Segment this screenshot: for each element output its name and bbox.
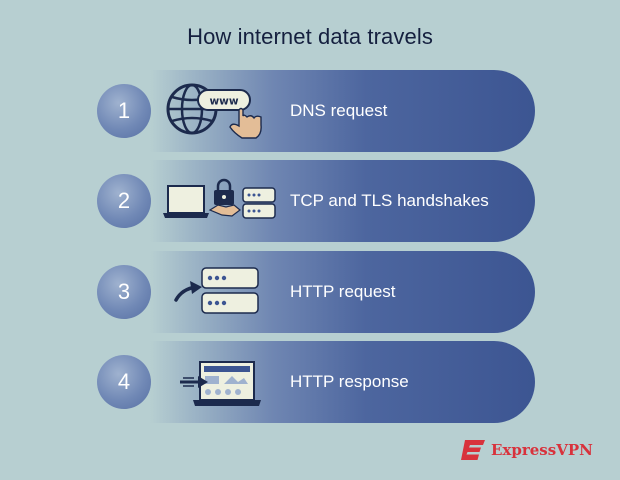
step-3-number: 3 xyxy=(97,265,151,319)
step-3: 3 HTTP request xyxy=(0,251,620,333)
step-2-label: TCP and TLS handshakes xyxy=(290,191,489,210)
step-1: 1 www DNS request xyxy=(0,70,620,152)
globe-www-pointer-icon: www xyxy=(166,83,262,139)
expressvpn-logo-icon xyxy=(461,440,485,460)
arrow-laptop-webpage-icon xyxy=(180,361,261,406)
step-3-band xyxy=(150,251,535,333)
laptop-handshake-server-icon xyxy=(163,178,276,219)
step-3-label: HTTP request xyxy=(290,282,396,301)
step-4-number: 4 xyxy=(97,355,151,409)
arrow-server-icon xyxy=(174,267,259,314)
step-1-number: 1 xyxy=(97,84,151,138)
brand-name: ExpressVPN xyxy=(491,441,593,459)
diagram-title: How internet data travels xyxy=(187,24,433,49)
expressvpn-logo: ExpressVPN xyxy=(460,437,593,463)
svg-text:www: www xyxy=(209,96,238,108)
step-2-number: 2 xyxy=(97,174,151,228)
step-4: 4 HTTP response xyxy=(0,341,620,423)
step-2: 2 TCP and TLS handshakes xyxy=(0,160,620,242)
step-1-label: DNS request xyxy=(290,101,388,120)
step-4-label: HTTP response xyxy=(290,372,409,391)
